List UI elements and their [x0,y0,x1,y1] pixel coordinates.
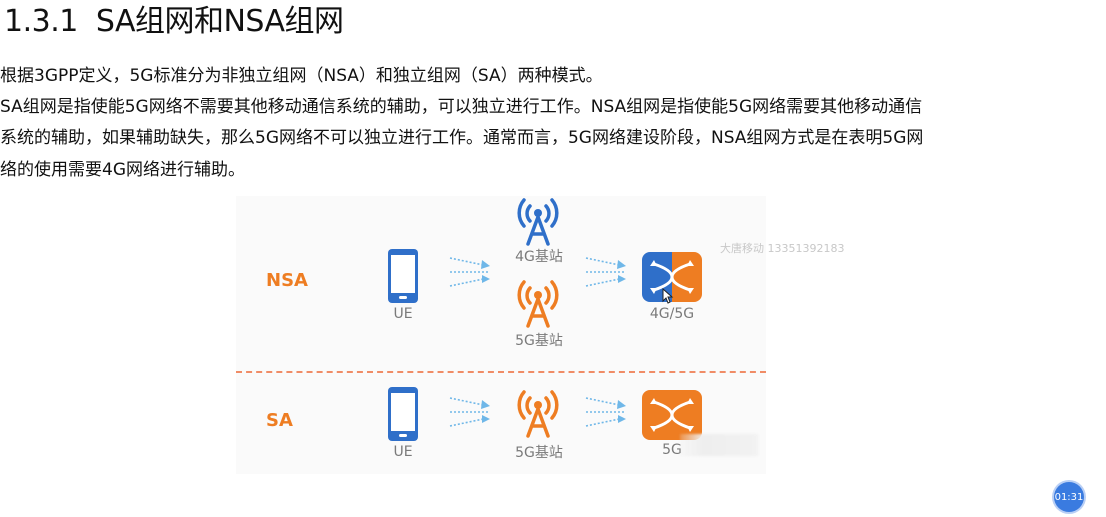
paragraph-line-4: 络的使用需要4G网络进行辅助。 [0,160,245,180]
sa-ue-label: UE [393,444,413,460]
core-network-icon [642,390,702,440]
phone-icon [388,249,418,303]
blurred-overlay [680,434,758,456]
arrows-icon [449,397,490,427]
arrows-icon [585,397,626,427]
cursor-icon [662,288,674,304]
phone-icon [388,387,418,441]
nsa-label: NSA [266,270,308,291]
paragraph-line-2: SA组网是指使能5G网络不需要其他移动通信系统的辅助，可以独立进行工作。NSA组… [0,97,923,117]
antenna-tower-icon [517,390,559,438]
section-title: SA组网和NSA组网 [95,4,344,39]
nsa-ue-label: UE [393,306,413,322]
paragraph-line-3: 系统的辅助，如果辅助缺失，那么5G网络不可以独立进行工作。通常而言，5G网络建设… [0,128,924,148]
nsa-core-label: 4G/5G [649,306,695,322]
sa-5g-station-label: 5G基站 [515,445,563,461]
watermark: 大唐移动 13351392183 [720,242,845,255]
arrows-icon [449,257,490,287]
row-divider [236,371,766,373]
antenna-tower-icon [517,280,559,328]
section-number: 1.3.1 [4,4,78,39]
timer-badge[interactable]: 01:31 [1054,482,1084,512]
core-network-icon [642,252,702,302]
antenna-tower-icon [517,198,559,246]
sa-label: SA [266,410,293,431]
arrows-icon [585,257,626,287]
nsa-5g-station-label: 5G基站 [515,333,563,349]
network-diagram: NSA UE 4G基站 5G基站 [236,196,766,474]
paragraph-line-1: 根据3GPP定义，5G标准分为非独立组网（NSA）和独立组网（SA）两种模式。 [0,66,603,86]
sa-core-label: 5G [662,442,682,458]
nsa-4g-station-label: 4G基站 [515,249,563,265]
section-heading: 1.3.1 SA组网和NSA组网 [4,2,344,42]
